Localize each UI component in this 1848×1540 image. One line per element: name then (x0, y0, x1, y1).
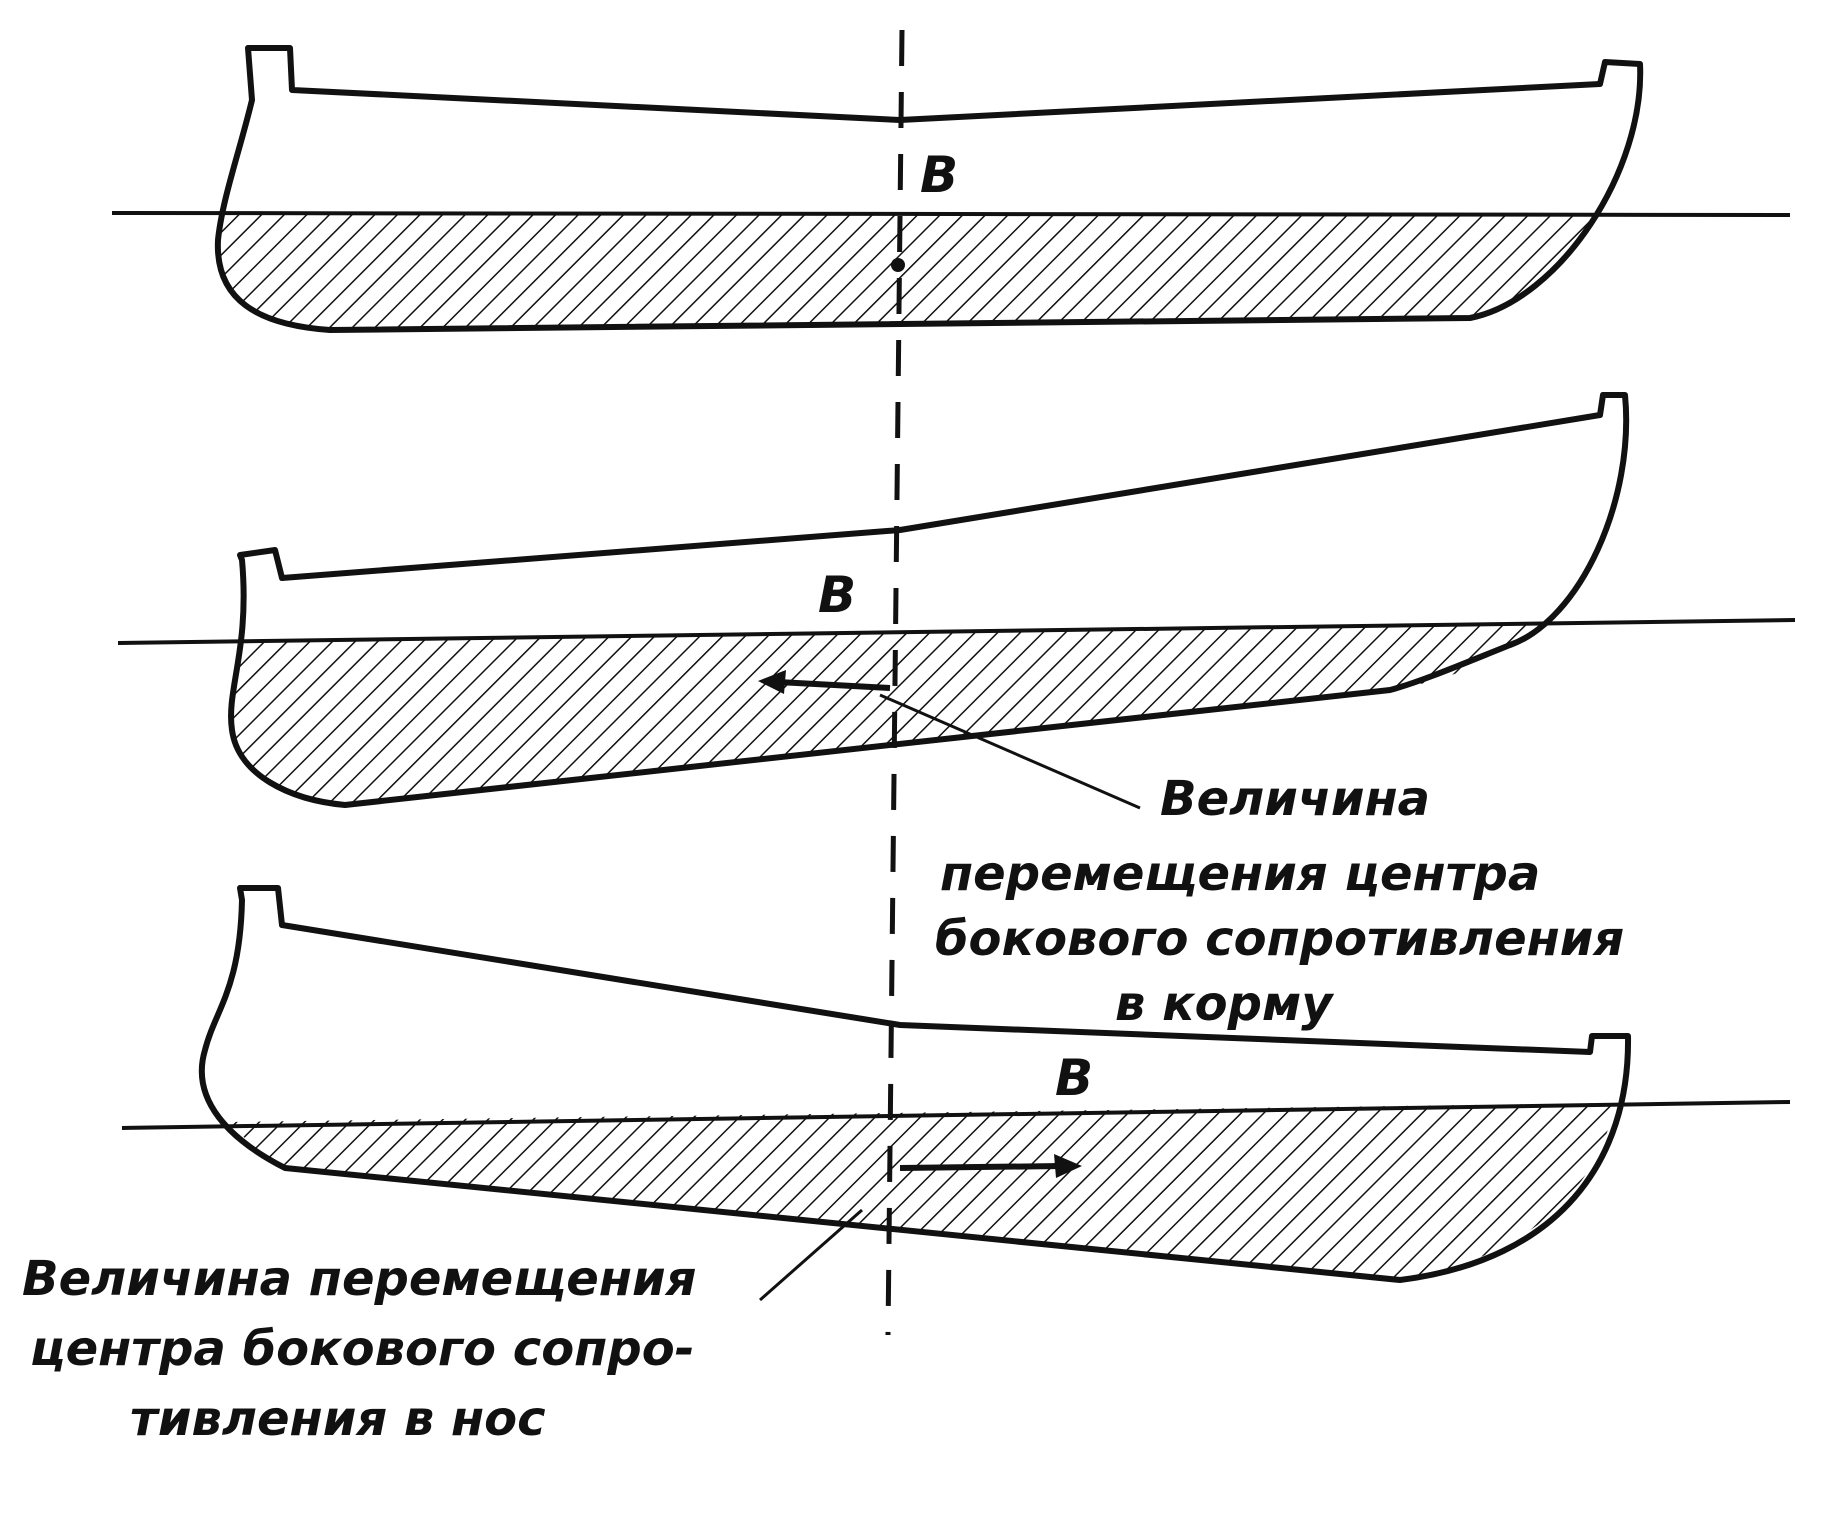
aft-shift-arrowhead (758, 670, 786, 694)
fwd-shift-annotation: Величина перемещения центра бокового соп… (22, 1251, 696, 1447)
boat-bow-down-point-label: B (1055, 1049, 1093, 1107)
aft-shift-arrow (777, 679, 891, 691)
boat-bow-down-waterline (121, 1100, 1791, 1130)
boat-level-hull-outline (214, 45, 1644, 333)
boat-bow-up-waterline (117, 618, 1796, 645)
aft-shift-line-2: перемещения центра (940, 846, 1540, 902)
boat-level-waterline (111, 211, 1791, 217)
boat-bow-down-hull-outline (198, 885, 1632, 1283)
boat-level: B (111, 45, 1791, 333)
boat-level-center-dot (891, 258, 905, 272)
aft-shift-annotation: Величина перемещения центра бокового соп… (935, 771, 1624, 1032)
fwd-shift-line-3: тивления в нос (130, 1391, 546, 1447)
aft-shift-line-1: Величина (1160, 771, 1430, 827)
aft-shift-line-4: в корму (1115, 976, 1334, 1032)
boat-level-point-label: B (920, 146, 958, 204)
boat-bow-up-point-label: B (818, 566, 856, 624)
boat-bow-up-underwater-area (231, 622, 1535, 805)
aft-shift-leader-line (879, 693, 1141, 810)
boat-bow-down: B (121, 885, 1791, 1302)
boat-bow-down-underwater-area (230, 1103, 1615, 1280)
boat-bow-up: B (117, 392, 1796, 810)
fwd-shift-line-2: центра бокового сопро- (30, 1321, 695, 1377)
boat-bow-up-hull-outline (228, 392, 1630, 808)
reference-axis-dashed (885, 29, 905, 1336)
fwd-shift-line-1: Величина перемещения (22, 1251, 696, 1307)
fwd-shift-arrow (899, 1163, 1063, 1171)
boat-level-underwater-area (220, 215, 1596, 330)
aft-shift-line-3: бокового сопротивления (935, 911, 1624, 967)
fwd-shift-arrowhead (1054, 1154, 1082, 1178)
fwd-shift-leader-line (759, 1208, 863, 1302)
